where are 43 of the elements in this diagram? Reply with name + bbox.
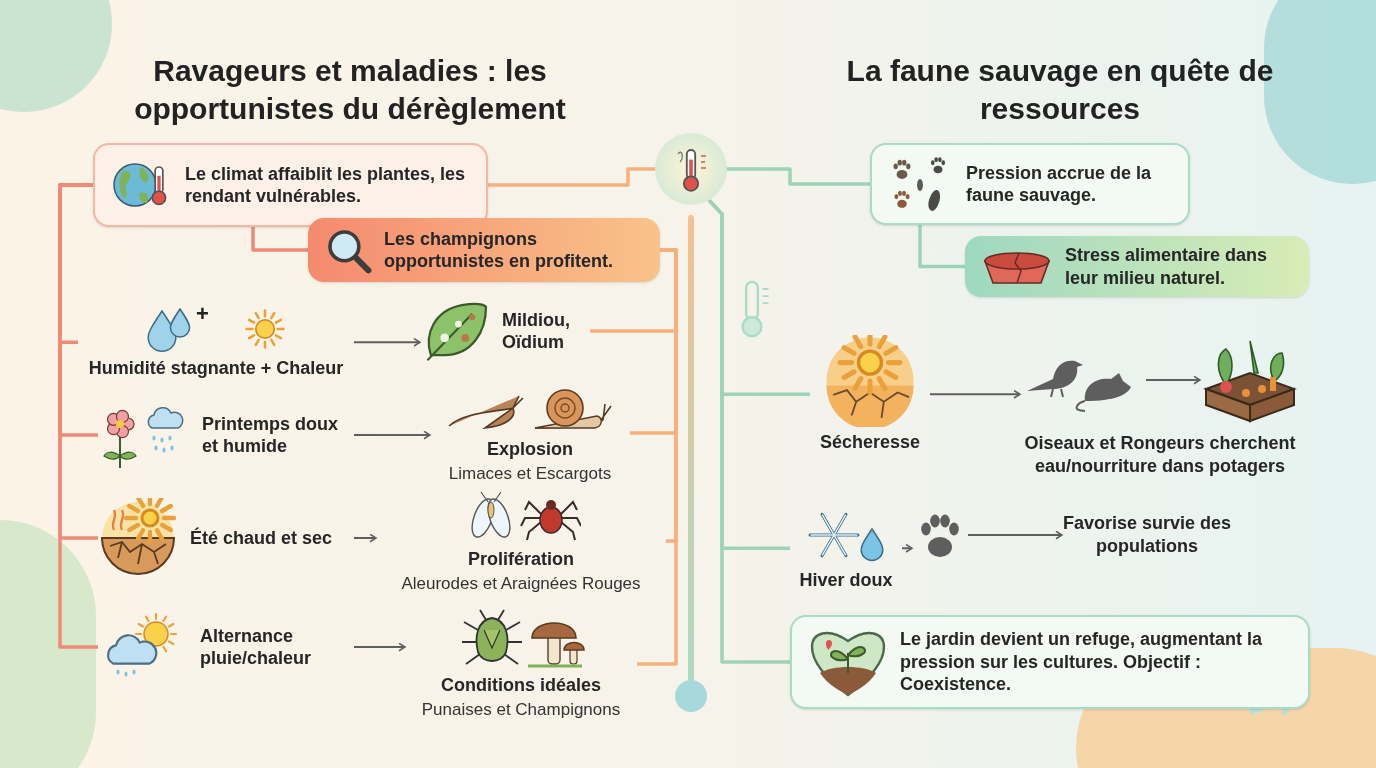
node-text: Été chaud et sec [190, 526, 333, 550]
node-text: Alternance pluie/chaleur [200, 624, 313, 670]
connector-line [488, 167, 655, 187]
connector-line [58, 183, 98, 649]
arrow [353, 430, 431, 440]
node-text: Explosion [486, 438, 574, 461]
node-subtext: Limaces et Escargots [448, 462, 612, 484]
node-text: Printemps doux et humide [202, 412, 340, 458]
arrow [929, 389, 1021, 399]
arrow [353, 533, 377, 543]
node-text: Le climat affaiblit les plantes, les rendant vulnérables. [185, 162, 467, 208]
section-heading: La faune sauvage en quête de ressources [845, 53, 1275, 127]
highlight-card [965, 236, 1309, 297]
connector-line [727, 167, 870, 186]
node-text: Favorise survie des populations [1062, 512, 1232, 557]
node-text: Conditions idéales [440, 674, 602, 697]
node-text: Humidité stagnante + Chaleur [88, 357, 344, 380]
info-card [93, 143, 488, 227]
info-card [870, 143, 1190, 225]
arrow [353, 337, 421, 347]
info-card [790, 615, 1310, 709]
node-text: Mildiou, Oïdium [502, 308, 571, 354]
node-text: Sécheresse [819, 431, 921, 454]
connector-line [637, 248, 678, 666]
node-text: Hiver doux [799, 569, 893, 592]
node-text: Stress alimentaire dans leur milieu naturel. [1065, 244, 1269, 289]
connector-line [251, 227, 308, 252]
caption-text: Oiseaux et Rongeurs cherchent eau/nourriture dans potagers [1023, 432, 1297, 477]
node-subtext: Punaises et Champignons [421, 698, 621, 720]
plus-sign: + [196, 300, 209, 328]
section-heading: Ravageurs et maladies : les opportunistes du dérèglement [133, 53, 567, 127]
arrow [1145, 375, 1201, 385]
node-text: Le jardin devient un refuge, augmentant la pression sur les cultures. Objectif : Coexistence. [900, 628, 1264, 696]
node-text: Pression accrue de la faune sauvage. [966, 161, 1153, 207]
node-text: Prolifération [467, 548, 575, 571]
arrow [967, 530, 1063, 540]
connector-line [707, 199, 790, 664]
highlight-card [308, 218, 660, 282]
arrow [353, 642, 406, 652]
node-subtext: Aleurodes et Araignées Rouges [401, 572, 641, 594]
node-text: Les champignons opportunistes en profitent. [384, 227, 614, 273]
connector-line [918, 225, 965, 269]
arrow [901, 543, 913, 553]
